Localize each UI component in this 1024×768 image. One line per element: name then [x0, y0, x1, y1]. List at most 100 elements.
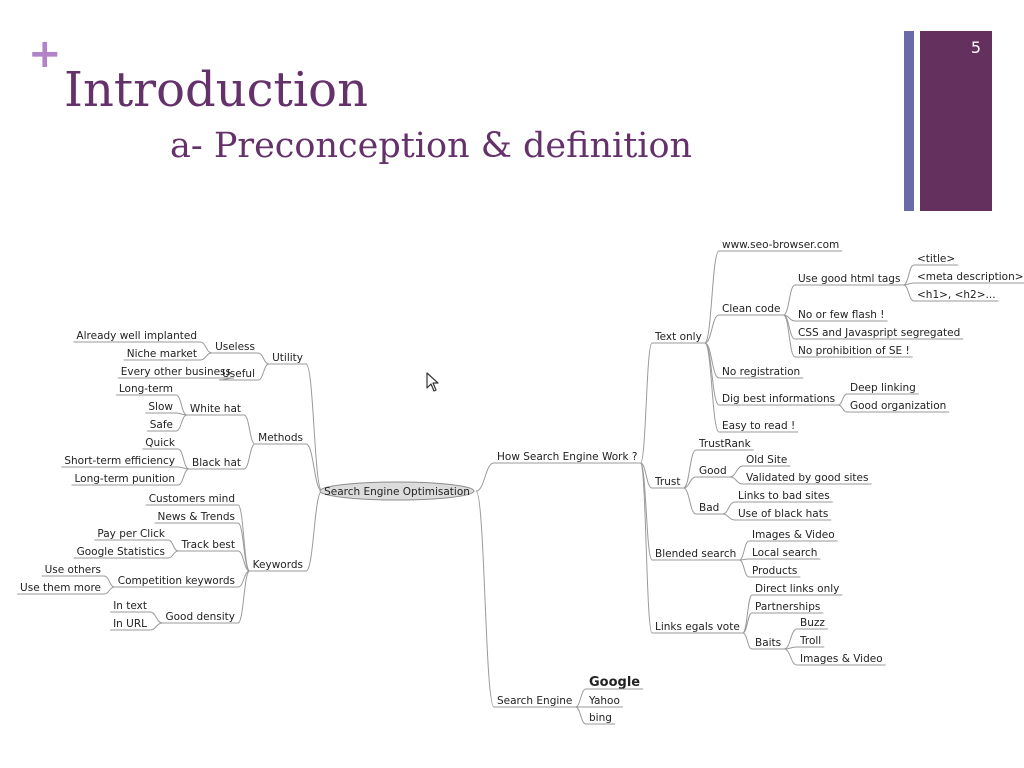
node-safe: Safe — [150, 419, 173, 431]
node-links-to-bad-sites: Links to bad sites — [738, 490, 830, 502]
link-keywords — [305, 490, 323, 572]
link-black-hat — [243, 443, 256, 470]
link-good — [683, 476, 697, 489]
node-images-video: Images & Video — [752, 529, 835, 541]
node-buzz: Buzz — [800, 617, 825, 629]
link-quick — [177, 448, 190, 470]
node-trust: Trust — [654, 476, 680, 488]
node-good: Good — [699, 465, 727, 477]
link-useful — [257, 363, 270, 381]
node-google: Google — [589, 675, 640, 690]
link-bing — [575, 706, 587, 725]
node-customers-mind: Customers mind — [149, 493, 235, 505]
node-no-prohibition-of-se: No prohibition of SE ! — [798, 345, 910, 357]
node-niche-market: Niche market — [127, 348, 197, 360]
page-number: 5 — [970, 38, 982, 57]
link-dig-best-informations — [704, 342, 720, 406]
node-deep-linking: Deep linking — [850, 382, 916, 394]
node-local-search: Local search — [752, 547, 817, 559]
node-news-trends: News & Trends — [158, 511, 235, 523]
plus-icon: + — [28, 31, 62, 77]
link-www-seo-browser-com — [704, 250, 720, 344]
node-troll: Troll — [799, 635, 821, 647]
node-pay-per-click: Pay per Click — [97, 528, 166, 540]
link-long-term — [175, 394, 188, 416]
node-meta-description: <meta description> — [917, 271, 1024, 283]
node-text-only: Text only — [654, 331, 702, 343]
node-direct-links-only: Direct links only — [755, 583, 839, 595]
node-images-video-2: Images & Video — [800, 653, 883, 665]
node-google-statistics: Google Statistics — [77, 546, 165, 558]
slide-subtitle: a- Preconception & definition — [170, 126, 693, 166]
mindmap-links — [103, 250, 915, 725]
link-easy-to-read — [704, 342, 720, 433]
link-h1-h2 — [903, 284, 915, 302]
node-track-best: Track best — [180, 539, 235, 551]
node-trustrank: TrustRank — [698, 438, 752, 450]
central-node — [319, 481, 475, 501]
link-deep-linking — [838, 393, 848, 406]
node-good-density: Good density — [166, 611, 236, 623]
link-no-prohibition-of-se — [782, 314, 796, 358]
accent-bar — [904, 31, 914, 211]
node-good-organization: Good organization — [850, 400, 946, 412]
node-validated-by-good-sites: Validated by good sites — [746, 472, 868, 484]
node-every-other-business: Every other business — [121, 366, 231, 378]
node-competition-keywords: Competition keywords — [118, 575, 235, 587]
node-baits: Baits — [755, 637, 781, 649]
link-clean-code — [704, 314, 720, 344]
node-blended-search: Blended search — [655, 548, 736, 560]
node-css-and-javaspript-segregated: CSS and Javaspript segregated — [798, 327, 960, 339]
node-use-of-black-hats: Use of black hats — [738, 508, 828, 520]
link-utility — [305, 363, 323, 492]
central-node-label: Search Engine Optimisation — [324, 486, 470, 498]
node-how-search-engine-work: How Search Engine Work ? — [497, 451, 637, 463]
link-good-density — [237, 570, 251, 624]
node-yahoo: Yahoo — [588, 695, 620, 707]
node-slow: Slow — [148, 401, 173, 413]
link-safe — [175, 414, 188, 432]
link-use-others — [103, 575, 115, 588]
node-short-term-efficiency: Short-term efficiency — [64, 455, 175, 467]
cursor-icon — [426, 372, 439, 392]
node-utility: Utility — [272, 352, 303, 364]
link-pay-per-click — [167, 539, 179, 552]
link-news-trends — [237, 522, 251, 572]
link-useless — [257, 352, 270, 365]
node-no-or-few-flash: No or few flash ! — [798, 309, 885, 321]
node-bad: Bad — [699, 502, 719, 514]
node-partnerships: Partnerships — [755, 601, 820, 613]
link-partnerships — [742, 612, 753, 634]
link-images-video — [739, 540, 750, 561]
node-bing: bing — [589, 712, 612, 724]
node-useless: Useless — [215, 341, 255, 353]
node-long-term-punition: Long-term punition — [75, 473, 175, 485]
link-search-engine — [475, 490, 495, 708]
node-methods: Methods — [258, 432, 303, 444]
node-keywords: Keywords — [253, 559, 303, 571]
node-useful: Useful — [222, 368, 255, 380]
link-white-hat — [243, 414, 256, 445]
link-good-organization — [838, 404, 848, 413]
node-clean-code: Clean code — [722, 303, 780, 315]
slide-title: Introduction — [64, 62, 368, 118]
link-in-text — [149, 611, 163, 624]
mindmap-nodes: Search Engine Optimisation Utility Useless… — [17, 239, 1024, 725]
link-niche-market — [199, 352, 213, 361]
node-white-hat: White hat — [190, 403, 241, 415]
node-long-term: Long-term — [119, 383, 173, 395]
node-already-well-implanted: Already well implanted — [76, 330, 197, 342]
node-h1-h2: <h1>, <h2>... — [917, 289, 996, 301]
link-google-statistics — [167, 550, 179, 559]
link-products — [739, 559, 750, 578]
accent-box — [920, 31, 992, 211]
node-easy-to-read: Easy to read ! — [722, 420, 795, 432]
node-in-text: In text — [113, 600, 147, 612]
node-black-hat: Black hat — [192, 457, 241, 469]
node-products: Products — [752, 565, 797, 577]
link-use-of-black-hats — [722, 513, 736, 521]
link-in-url — [149, 622, 163, 631]
node-title: <title> — [917, 253, 955, 265]
node-search-engine: Search Engine — [497, 695, 572, 707]
